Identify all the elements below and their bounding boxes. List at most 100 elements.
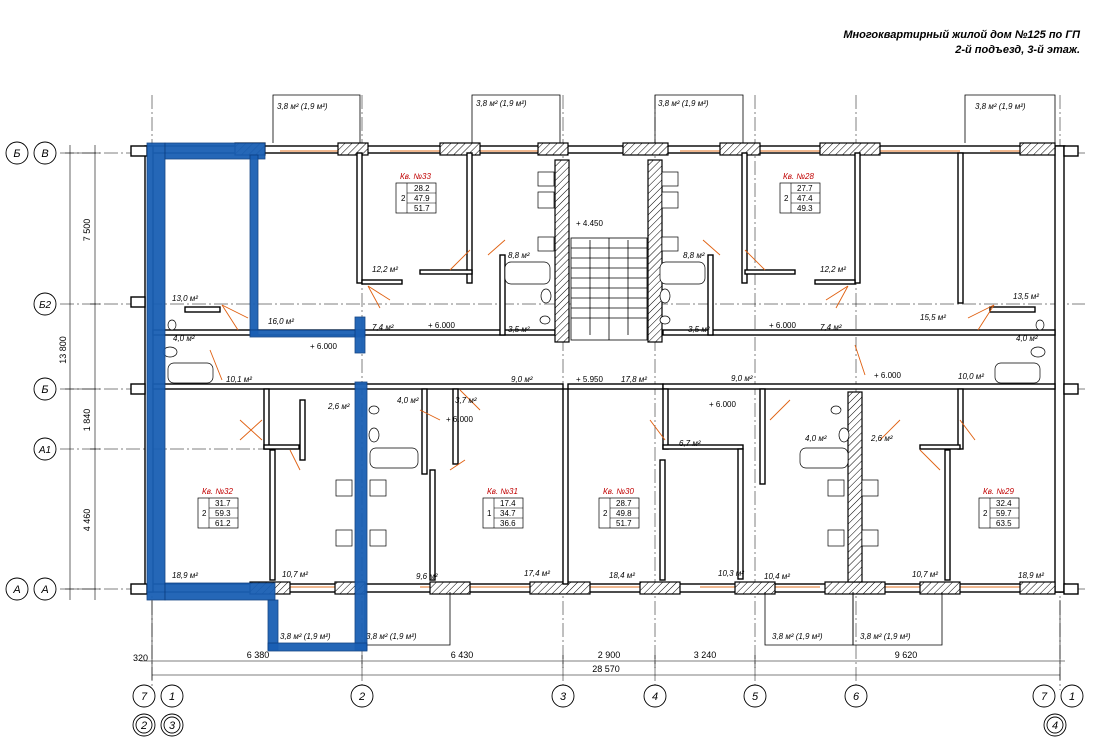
- room-area: 10,7 м²: [912, 570, 938, 579]
- section-label: 4: [1052, 720, 1058, 732]
- room-area: 17,4 м²: [524, 569, 550, 578]
- dimension-text: 3 240: [694, 650, 717, 660]
- apartment-label: Кв. №33: [400, 172, 431, 181]
- rooms-count: 2: [784, 194, 789, 203]
- level-mark: + 6.000: [428, 321, 455, 330]
- level-mark: + 6.000: [310, 342, 337, 351]
- level-mark: + 6.000: [769, 321, 796, 330]
- level-marks: + 4.450 + 6.000 + 6.000 + 6.000 + 5.950 …: [310, 219, 901, 424]
- room-areas: 12,2 м² 8,8 м² 8,8 м² 12,2 м² 13,0 м² 16…: [172, 251, 1044, 581]
- room-area: 2,6 м²: [870, 434, 893, 443]
- room-area: 18,9 м²: [172, 571, 198, 580]
- room-area: 15,5 м²: [920, 313, 946, 322]
- room-area: 7,4 м²: [372, 323, 394, 332]
- axis-label: 5: [752, 691, 759, 703]
- apartment-label: Кв. №32: [202, 487, 233, 496]
- axis-label: 4: [652, 691, 658, 703]
- header-subtitle: 2-й подъезд, 3-й этаж.: [954, 44, 1080, 56]
- doors: [209, 239, 995, 471]
- col-axis-lines: [151, 95, 1061, 690]
- room-area: 2,6 м²: [327, 402, 350, 411]
- axis-label: 1: [169, 691, 175, 703]
- rooms-count: 1: [487, 509, 492, 518]
- room-area: 12,2 м²: [372, 265, 398, 274]
- axis-label: 3: [560, 691, 567, 703]
- balcony-area: 3,8 м² (1,9 м²): [476, 99, 527, 108]
- room-area: 9,0 м²: [511, 375, 533, 384]
- axis-label: 1: [1069, 691, 1075, 703]
- area-gross: 63.5: [996, 519, 1012, 528]
- rooms-count: 2: [983, 509, 988, 518]
- area-total: 47.4: [797, 194, 813, 203]
- room-area: 4,0 м²: [805, 434, 827, 443]
- apartment-label: Кв. №29: [983, 487, 1014, 496]
- column-axis-labels: 7 1 2 3 4 5 6 7 1 2 3 4: [132, 684, 1084, 737]
- apartment-28: Кв. №28 2 27.7 47.4 49.3: [779, 172, 821, 214]
- axis-label: В: [41, 148, 48, 160]
- room-area: 4,0 м²: [397, 396, 419, 405]
- dimension-text: 9 620: [895, 650, 918, 660]
- balconies-bottom: 3,8 м² (1,9 м²) 3,8 м² (1,9 м²) 3,8 м² (…: [280, 592, 943, 646]
- area-total: 34.7: [500, 509, 516, 518]
- room-area: 13,0 м²: [172, 294, 198, 303]
- rooms-count: 2: [603, 509, 608, 518]
- level-mark: + 6.000: [446, 415, 473, 424]
- balcony-area: 3,8 м² (1,9 м²): [975, 102, 1026, 111]
- axis-label: 7: [1041, 691, 1048, 703]
- area-living: 28.2: [414, 184, 430, 193]
- room-area: 8,8 м²: [508, 251, 530, 260]
- apartment-label: Кв. №30: [603, 487, 634, 496]
- section-label: 2: [140, 720, 147, 732]
- apartment-29: Кв. №29 2 32.4 59.7 63.5: [978, 487, 1020, 529]
- room-area: 4,0 м²: [1016, 334, 1038, 343]
- balcony-area: 3,8 м² (1,9 м²): [860, 632, 911, 641]
- dimension-text: 1 840: [82, 409, 92, 432]
- room-area: 18,4 м²: [609, 571, 635, 580]
- room-area: 10,4 м²: [764, 572, 790, 581]
- rooms-count: 2: [202, 509, 207, 518]
- dimension-text: 320: [133, 653, 148, 663]
- axis-label: А: [12, 584, 20, 596]
- apartment-32: Кв. №32 2 31.7 59.3 61.2: [197, 487, 239, 529]
- area-gross: 51.7: [414, 204, 430, 213]
- room-area: 4,0 м²: [173, 334, 195, 343]
- axis-label: 2: [358, 691, 365, 703]
- axis-label: А: [40, 584, 48, 596]
- dimension-text: 6 430: [451, 650, 474, 660]
- highlighted-route: [146, 142, 368, 652]
- area-living: 31.7: [215, 499, 231, 508]
- area-total: 47.9: [414, 194, 430, 203]
- axis-label: Б2: [39, 300, 52, 311]
- room-area: 10,0 м²: [958, 372, 984, 381]
- row-axis-labels: Б В Б2 Б А1 А А: [5, 141, 57, 601]
- dimension-text: 4 460: [82, 509, 92, 532]
- left-dimensions: 7 500 13 800 1 840 4 460: [58, 145, 100, 600]
- level-mark: + 5.950: [576, 375, 603, 384]
- area-total: 59.3: [215, 509, 231, 518]
- balcony-area: 3,8 м² (1,9 м²): [277, 102, 328, 111]
- axis-label: 7: [141, 691, 148, 703]
- room-area: 3,7 м²: [455, 396, 477, 405]
- apartment-30: Кв. №30 2 28.7 49.8 51.7: [598, 487, 640, 529]
- room-area: 9,6 м²: [416, 572, 438, 581]
- area-living: 27.7: [797, 184, 813, 193]
- dimension-text: 13 800: [58, 336, 68, 364]
- bottom-dimensions: 320 6 380 6 430 2 900 3 240 9 620 28 570: [133, 600, 1065, 680]
- apartment-31: Кв. №31 1 17.4 34.7 36.6: [482, 487, 524, 529]
- level-mark: + 6.000: [874, 371, 901, 380]
- level-mark: + 4.450: [576, 219, 603, 228]
- room-area: 7,4 м²: [820, 323, 842, 332]
- room-area: 13,5 м²: [1013, 292, 1039, 301]
- apartment-label: Кв. №31: [487, 487, 518, 496]
- dimension-text: 2 900: [598, 650, 621, 660]
- room-area: 9,0 м²: [731, 374, 753, 383]
- room-area: 10,3 м²: [718, 569, 744, 578]
- axis-label: А1: [38, 445, 51, 456]
- dimension-text: 7 500: [82, 219, 92, 242]
- staircase: [570, 237, 648, 341]
- level-mark: + 6.000: [709, 400, 736, 409]
- apartment-33: Кв. №33 2 28.2 47.9 51.7: [395, 172, 437, 214]
- room-area: 3,5 м²: [688, 325, 710, 334]
- area-total: 49.8: [616, 509, 632, 518]
- axis-label: Б: [13, 148, 20, 160]
